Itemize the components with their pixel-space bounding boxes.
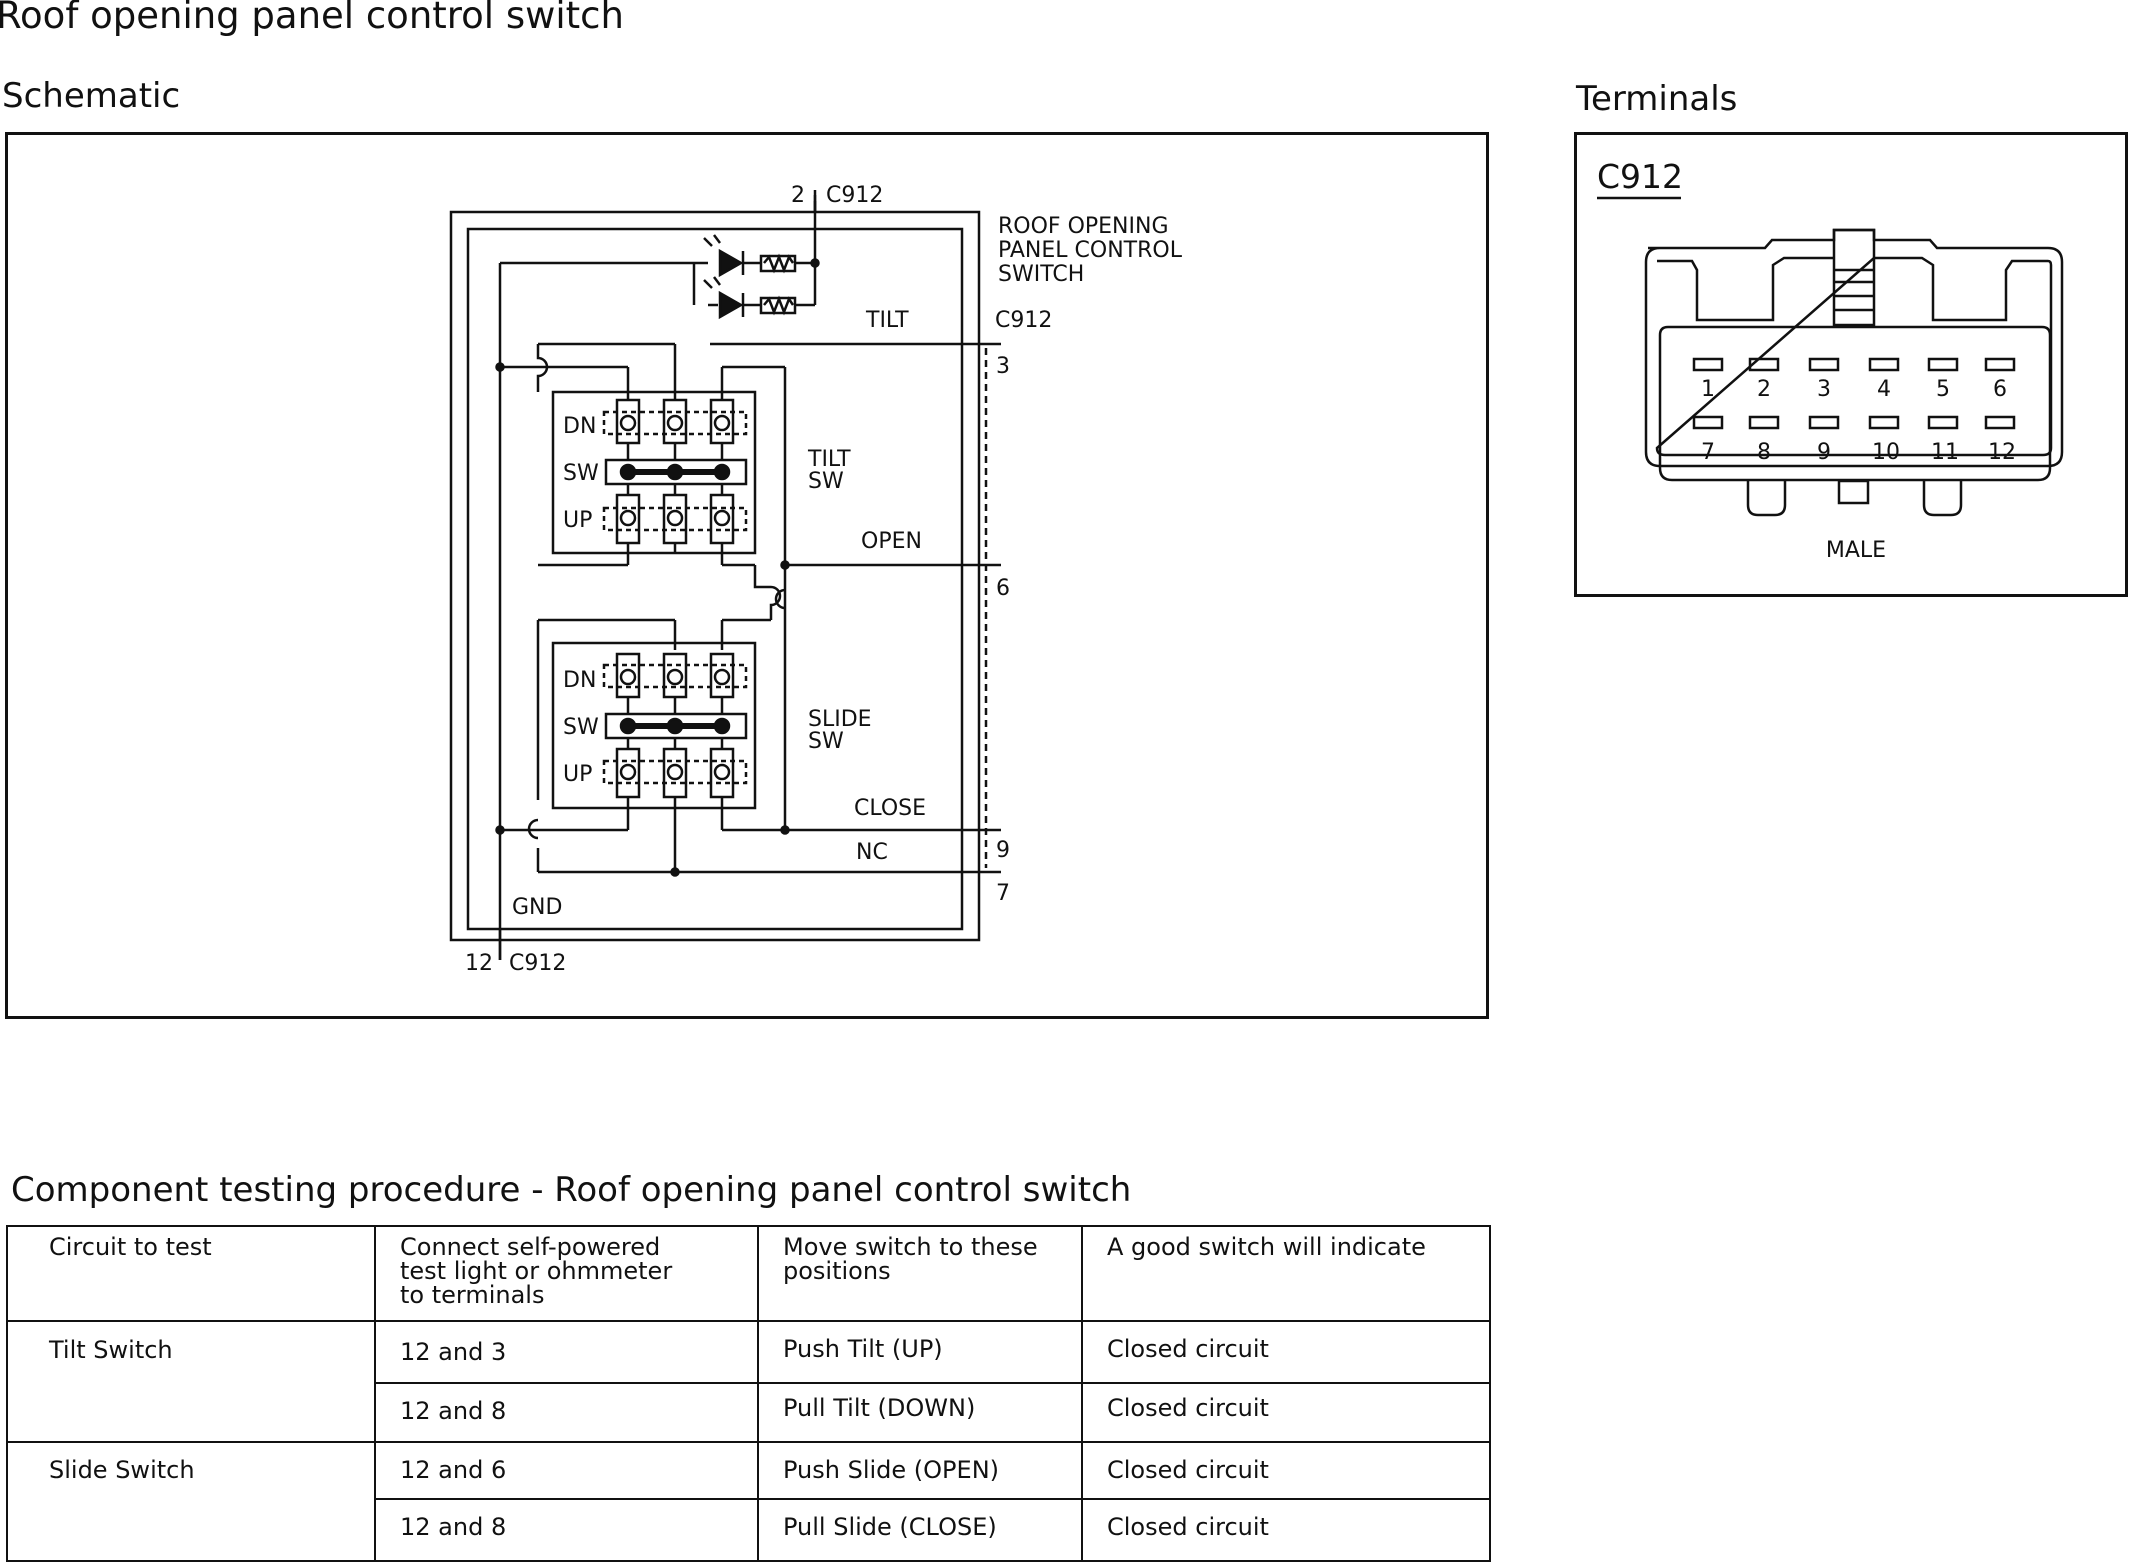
tilt-switch-body <box>551 390 757 555</box>
tilt-pos-sw: SW <box>563 461 599 486</box>
page-title: Roof opening panel control switch <box>0 0 624 37</box>
schematic-frame: 2 C912 ROOF OPENING PANEL CONTROL SWITCH… <box>5 132 1489 1019</box>
pin-3: 3 <box>996 354 1010 379</box>
table-cell-circuit: Tilt Switch <box>6 1320 376 1443</box>
pin-label-5: 5 <box>1936 377 1950 402</box>
pin-9: 9 <box>996 838 1010 863</box>
tilt-switch-contacts <box>602 398 748 545</box>
terminals-frame: C912 <box>1574 132 2128 597</box>
wire-label-gnd: GND <box>512 895 562 920</box>
pin-label-1: 1 <box>1701 377 1715 402</box>
pin-label-8: 8 <box>1757 440 1771 465</box>
slide-pos-up: UP <box>563 762 592 787</box>
pin-12: 12 <box>465 951 493 976</box>
table-cell-terminals: 12 and 8 <box>374 1382 759 1443</box>
table-cell-position: Pull Tilt (DOWN) <box>757 1382 1083 1443</box>
connector-face-drawing: C912 <box>1597 157 2064 563</box>
slide-pos-dn: DN <box>563 668 596 693</box>
pin-label-2: 2 <box>1757 377 1771 402</box>
component-label-line-2: PANEL CONTROL <box>998 238 1183 263</box>
connector-top: C912 <box>826 183 883 208</box>
pin-6: 6 <box>996 576 1010 601</box>
table-header-positions: Move switch to these positions <box>757 1224 1083 1323</box>
schematic-diagram: 2 C912 ROOF OPENING PANEL CONTROL SWITCH… <box>449 183 1183 976</box>
pin-label-9: 9 <box>1817 440 1831 465</box>
slide-switch-name-1: SLIDE <box>808 707 872 732</box>
table-header-result: A good switch will indicate <box>1081 1224 1491 1323</box>
table-cell-result: Closed circuit <box>1081 1382 1491 1443</box>
pin-label-6: 6 <box>1993 377 2007 402</box>
slide-switch-contacts <box>602 652 748 799</box>
schematic-heading: Schematic <box>2 76 181 116</box>
slide-pos-sw: SW <box>563 715 599 740</box>
wire-label-close: CLOSE <box>854 796 926 821</box>
tilt-switch-name-2: SW <box>808 469 844 494</box>
wire-label-nc: NC <box>856 840 888 865</box>
table-cell-position: Pull Slide (CLOSE) <box>757 1497 1083 1563</box>
connector-gender: MALE <box>1826 538 1886 563</box>
pin-label-11: 11 <box>1931 440 1959 465</box>
component-label-line-1: ROOF OPENING <box>998 214 1169 239</box>
switch-housing-inner <box>466 227 964 931</box>
tilt-pos-up: UP <box>563 508 592 533</box>
pin-7: 7 <box>996 881 1010 906</box>
component-test-table: Circuit to test Connect self-powered tes… <box>6 1224 1491 1563</box>
pin-label-7: 7 <box>1701 440 1715 465</box>
table-row: 12 and 8 Pull Tilt (DOWN) Closed circuit <box>7 1382 1491 1443</box>
switch-housing-outer <box>449 210 981 942</box>
tilt-switch-name-1: TILT <box>807 447 851 472</box>
component-label-line-3: SWITCH <box>998 262 1084 287</box>
table-cell-position: Push Tilt (UP) <box>757 1320 1083 1385</box>
tilt-pos-dn: DN <box>563 414 596 439</box>
wire-label-open: OPEN <box>861 529 922 554</box>
table-cell-result: Closed circuit <box>1081 1440 1491 1500</box>
table-header-circuit: Circuit to test <box>6 1224 376 1323</box>
table-cell-circuit: Slide Switch <box>6 1440 376 1563</box>
pin-label-12: 12 <box>1988 440 2016 465</box>
table-cell-result: Closed circuit <box>1081 1497 1491 1563</box>
slide-switch-body <box>551 641 757 810</box>
testing-heading: Component testing procedure - Roof openi… <box>11 1170 1132 1210</box>
wire-label-tilt: TILT <box>865 308 909 333</box>
connector-bottom: C912 <box>509 951 566 976</box>
table-row: Tilt Switch 12 and 3 Push Tilt (UP) Clos… <box>6 1320 1491 1443</box>
led-indicator-2 <box>703 276 815 320</box>
table-cell-terminals: 12 and 8 <box>374 1497 759 1563</box>
connector-name: C912 <box>1597 157 1683 196</box>
pin-label-10: 10 <box>1872 440 1900 465</box>
pin-top: 2 <box>791 183 805 208</box>
pin-label-3: 3 <box>1817 377 1831 402</box>
table-cell-terminals: 12 and 6 <box>374 1440 759 1500</box>
terminals-heading: Terminals <box>1576 79 1738 119</box>
table-cell-position: Push Slide (OPEN) <box>757 1440 1083 1500</box>
table-header-terminals: Connect self-powered test light or ohmme… <box>374 1224 759 1323</box>
pin-label-4: 4 <box>1877 377 1891 402</box>
table-header-row: Circuit to test Connect self-powered tes… <box>6 1224 1491 1323</box>
table-cell-terminals: 12 and 3 <box>374 1320 759 1385</box>
table-cell-result: Closed circuit <box>1081 1320 1491 1385</box>
led-indicator-1 <box>500 234 815 278</box>
slide-switch-name-2: SW <box>808 729 844 754</box>
table-row: Slide Switch 12 and 6 Push Slide (OPEN) … <box>6 1440 1491 1563</box>
connector-right: C912 <box>995 308 1052 333</box>
table-row: 12 and 8 Pull Slide (CLOSE) Closed circu… <box>7 1497 1491 1563</box>
